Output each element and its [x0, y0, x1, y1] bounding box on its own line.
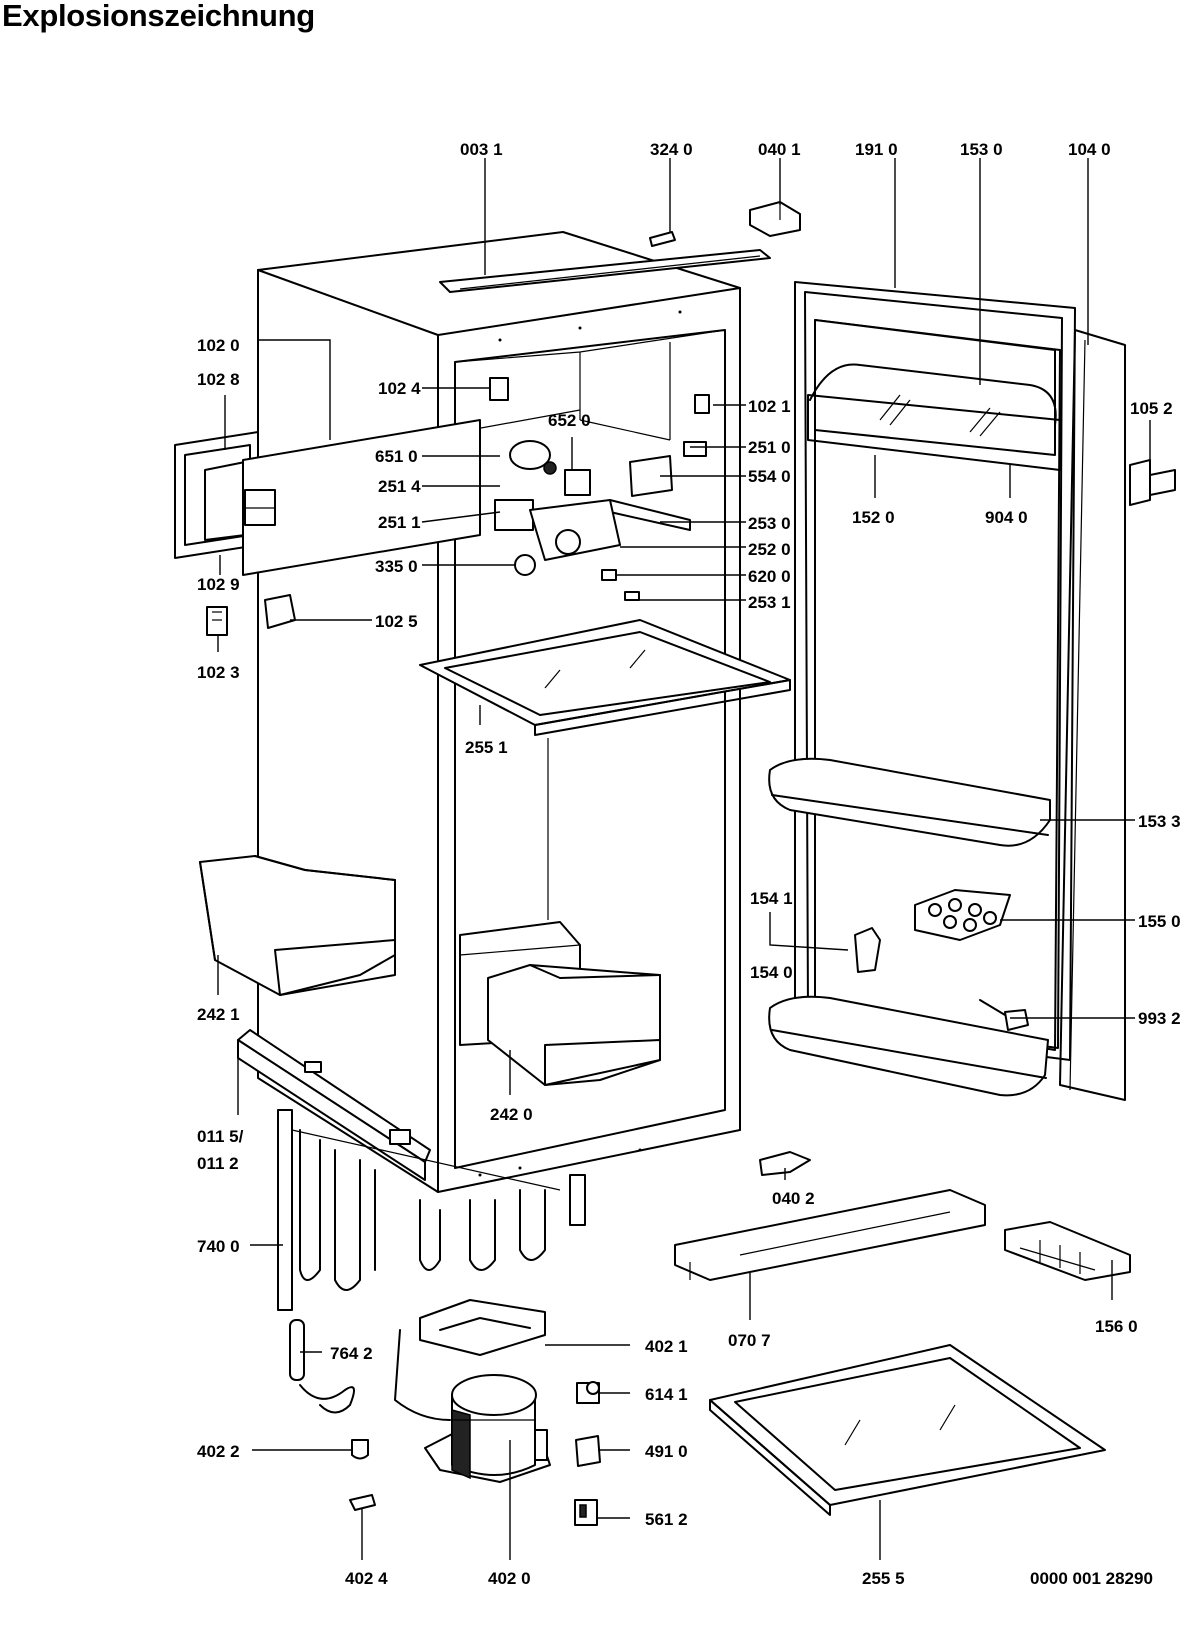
part-label: 253 1 [748, 593, 791, 612]
egg-tray [914, 889, 1011, 941]
part-label: 102 1 [748, 397, 791, 416]
compressor-mount [394, 1299, 546, 1421]
part-label: 070 7 [728, 1331, 771, 1350]
lamp-holder-part [206, 606, 228, 636]
door-bin-left [199, 855, 396, 996]
part-label: 251 0 [748, 438, 791, 457]
part-label: 561 2 [645, 1510, 688, 1529]
part-label: 104 0 [1068, 140, 1111, 159]
spring-clip [349, 1494, 376, 1511]
bottom-hinge [759, 1151, 811, 1176]
part-label: 153 0 [960, 140, 1003, 159]
page-title: Explosionszeichnung [2, 0, 315, 33]
part-label: 402 4 [345, 1569, 388, 1588]
part-label: 102 4 [378, 379, 421, 398]
part-label: 904 0 [985, 508, 1028, 527]
door-small-part [979, 999, 1029, 1031]
door-shelf-middle [768, 757, 1051, 847]
part-label: 154 1 [750, 889, 793, 908]
condenser-coil [277, 1109, 586, 1311]
part-label: 255 5 [862, 1569, 905, 1588]
part-label: 102 3 [197, 663, 240, 682]
part-label: 102 0 [197, 336, 240, 355]
door-hinge-right [1129, 459, 1176, 506]
part-label: 740 0 [197, 1237, 240, 1256]
kick-plate [674, 1189, 986, 1281]
part-label: 040 1 [758, 140, 801, 159]
part-label: 191 0 [855, 140, 898, 159]
compressor [424, 1374, 551, 1483]
part-label: 253 0 [748, 514, 791, 533]
bottle-holder [854, 927, 881, 973]
control-panel-frame [174, 419, 481, 576]
part-label: 156 0 [1095, 1317, 1138, 1336]
ice-cube-tray [1004, 1221, 1131, 1281]
part-label: 251 1 [378, 513, 421, 532]
part-label: 652 0 [548, 411, 591, 430]
part-label: 011 5/ [197, 1127, 244, 1146]
bottom-rail [237, 1029, 431, 1181]
part-label: 242 1 [197, 1005, 240, 1024]
part-label: 255 1 [465, 738, 508, 757]
start-relay [576, 1381, 600, 1404]
door-compartment-top [807, 319, 1061, 471]
vegetable-crisper [487, 964, 661, 1086]
drawing-number: 0000 001 28290 [1030, 1569, 1153, 1588]
part-label: 242 0 [490, 1105, 533, 1124]
part-label: 003 1 [460, 140, 503, 159]
rubber-grommet [351, 1439, 369, 1460]
door-panel [1059, 329, 1126, 1101]
part-label: 102 5 [375, 612, 418, 631]
part-label: 153 3 [1138, 812, 1181, 831]
door-shelf-bottom [768, 995, 1049, 1097]
part-label: 554 0 [748, 467, 791, 486]
top-cover-strip [439, 249, 771, 293]
part-label: 402 2 [197, 1442, 240, 1461]
part-label: 402 1 [645, 1337, 688, 1356]
part-labels: 003 1 324 0 040 1 191 0 153 0 104 0 102 … [197, 140, 1181, 1588]
part-label: 251 4 [378, 477, 421, 496]
part-label: 402 0 [488, 1569, 531, 1588]
glass-shelf-lower [709, 1344, 1106, 1516]
thermostat-assembly [489, 377, 710, 601]
part-label: 993 2 [1138, 1009, 1181, 1028]
part-label: 102 9 [197, 575, 240, 594]
part-label: 152 0 [852, 508, 895, 527]
part-label: 155 0 [1138, 912, 1181, 931]
part-label: 011 2 [197, 1154, 239, 1173]
part-label: 040 2 [772, 1189, 815, 1208]
leader-lines [217, 158, 1151, 1560]
part-label: 620 0 [748, 567, 791, 586]
part-label: 651 0 [375, 447, 418, 466]
overload-protector [574, 1499, 598, 1526]
part-label: 102 8 [197, 370, 240, 389]
part-label: 614 1 [645, 1385, 688, 1404]
part-label: 154 0 [750, 963, 793, 982]
part-label: 324 0 [650, 140, 693, 159]
cover-cap [264, 594, 296, 629]
glass-shelf-upper [419, 619, 791, 736]
part-label: 105 2 [1130, 399, 1173, 418]
part-label: 764 2 [330, 1344, 373, 1363]
part-label: 491 0 [645, 1442, 688, 1461]
relay-cover [575, 1435, 601, 1467]
part-label: 252 0 [748, 540, 791, 559]
clip-part [649, 231, 676, 247]
top-hinge [749, 201, 801, 237]
filter-drier [289, 1319, 355, 1414]
part-label: 335 0 [375, 557, 418, 576]
